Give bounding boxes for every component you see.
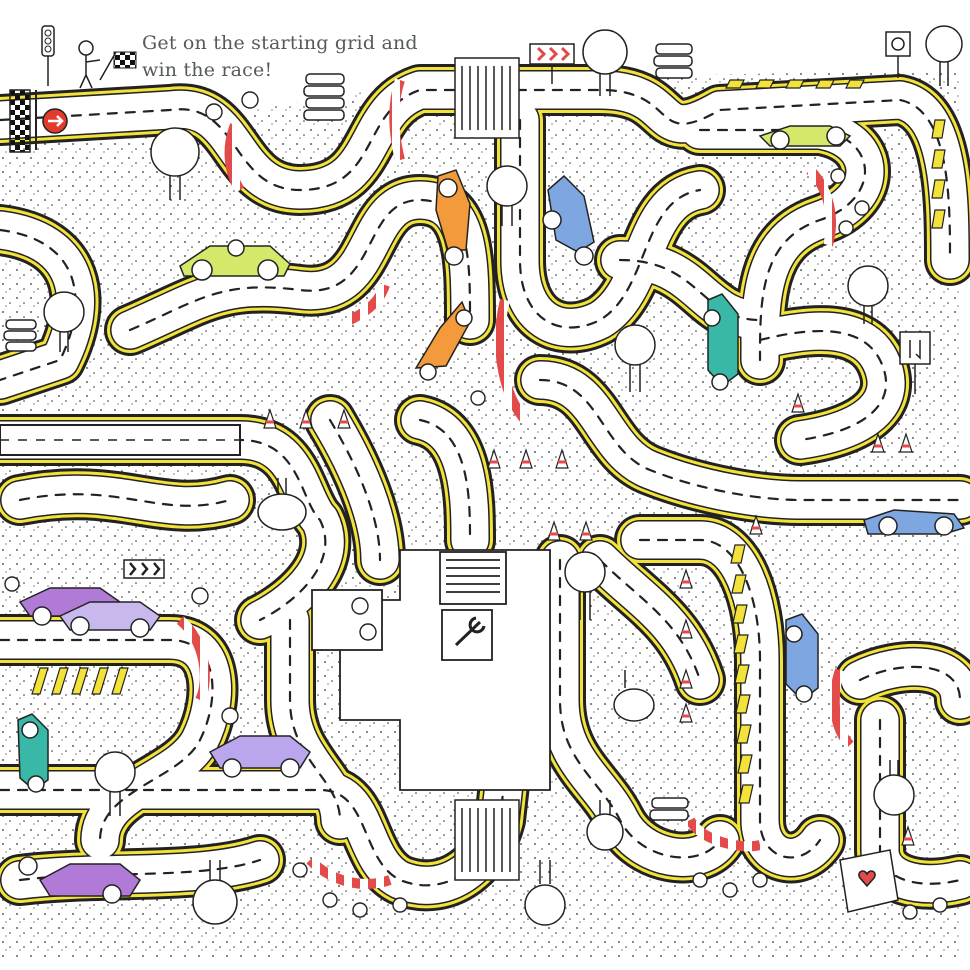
wrench-icon: [454, 616, 486, 647]
chevron-boards: [123, 43, 575, 579]
puzzle-instruction: Get on the starting grid and win the rac…: [142, 30, 442, 84]
car-orange-2: [414, 300, 473, 381]
corner-sign: [885, 31, 931, 394]
car-blue: [542, 174, 595, 266]
instruction-line-2: win the race!: [142, 59, 273, 81]
start-arrow-icon: [42, 108, 68, 134]
kerbs: [176, 78, 854, 889]
car-teal-2: [17, 713, 49, 793]
car-green-2: [758, 125, 852, 150]
car-teal: [703, 293, 739, 391]
pit-lane-markings: [31, 79, 946, 804]
car-purple-2: [208, 735, 311, 778]
instruction-line-1: Get on the starting grid and: [142, 32, 418, 54]
heart-sign-icon: [839, 849, 899, 913]
traffic-light-icon: [41, 25, 55, 86]
overpass-bridge: [0, 424, 241, 456]
pit-building: [311, 549, 551, 791]
starting-grid: [9, 89, 37, 153]
car-purple: [18, 587, 162, 638]
car-blue-3: [785, 613, 819, 703]
road-network: [0, 64, 970, 885]
car-orange: [435, 169, 471, 266]
checkered-flag-icon: [78, 40, 137, 89]
tyre-stacks: [3, 43, 693, 821]
trees: [43, 25, 963, 926]
car-blue-2: [863, 509, 966, 536]
grandstand: [454, 57, 520, 881]
car-purple-3: [18, 856, 141, 904]
car-green: [179, 239, 291, 281]
race-cars: [17, 125, 966, 904]
spectators: [4, 91, 948, 920]
traffic-cones: [263, 392, 915, 846]
